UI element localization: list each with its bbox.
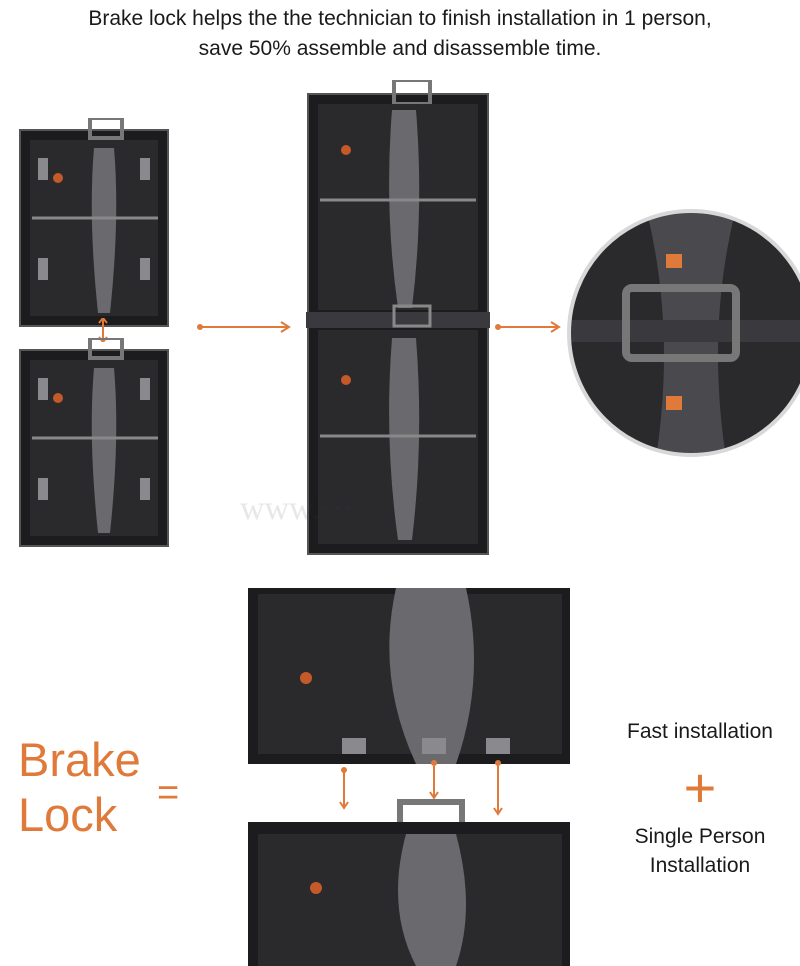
single-person-line-1: Single Person — [634, 825, 766, 848]
led-cabinet-bottom-photo — [18, 338, 170, 548]
fast-installation-label: Fast installation — [627, 720, 773, 743]
equals-sign: = — [157, 772, 180, 814]
led-cabinet-top-photo — [18, 118, 170, 328]
brake-lock-title-line-2: Lock — [18, 788, 118, 841]
headline: Brake lock helps the the technician to f… — [0, 4, 800, 64]
brake-lock-closeup-photo — [566, 208, 800, 458]
plus-icon: + — [683, 756, 717, 819]
single-person-line-2: Installation — [649, 854, 751, 877]
headline-line-2: save 50% assemble and disassemble time. — [198, 37, 602, 60]
single-person-label: Single Person Installation — [600, 822, 800, 880]
arrow-right-2 — [494, 320, 562, 339]
cabinet-pair-assembly-photo — [246, 588, 580, 966]
joined-cabinets-photo — [306, 80, 490, 556]
watermark: www.··· — [240, 490, 354, 527]
brake-lock-title: Brake Lock — [18, 732, 141, 842]
headline-line-1: Brake lock helps the the technician to f… — [88, 7, 712, 30]
brake-lock-title-line-1: Brake — [18, 733, 141, 786]
arrow-right-1 — [196, 320, 292, 339]
